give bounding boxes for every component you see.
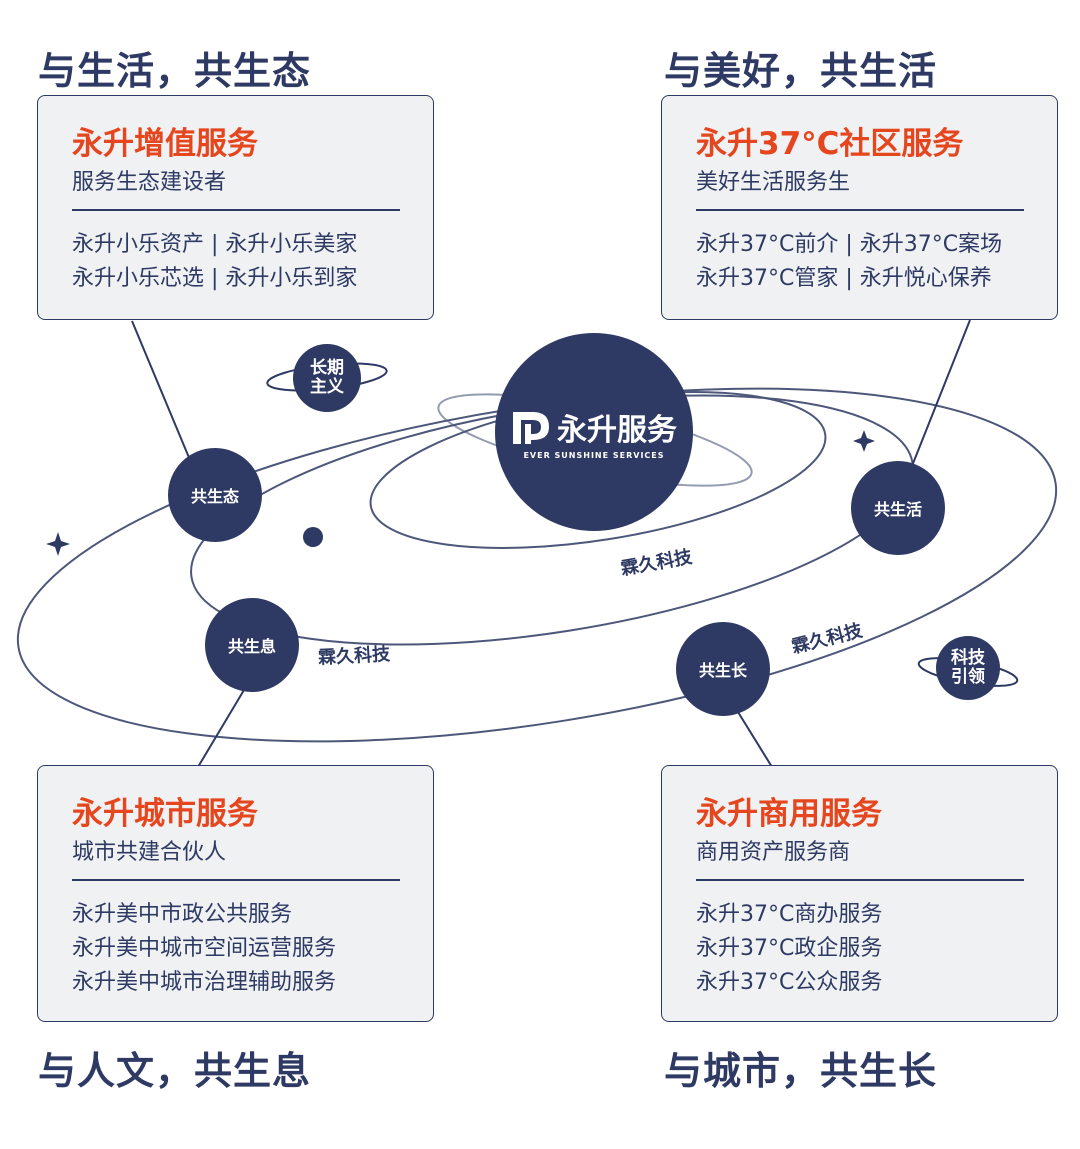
card-subtitle: 商用资产服务商 bbox=[696, 840, 851, 865]
card-items: 永升美中市政公共服务 永升美中城市空间运营服务 永升美中城市治理辅助服务 bbox=[72, 898, 336, 1000]
sparkle-right-icon bbox=[853, 430, 875, 452]
connector-ecology bbox=[131, 320, 191, 461]
card-divider bbox=[696, 209, 1024, 211]
node-life: 共生活 bbox=[851, 461, 945, 555]
node-ecology: 共生态 bbox=[168, 448, 262, 542]
heading-top-right: 与美好，共生活 bbox=[664, 49, 938, 93]
heading-bottom-left: 与人文，共生息 bbox=[38, 1049, 312, 1093]
card-items: 永升小乐资产 | 永升小乐美家 永升小乐芯选 | 永升小乐到家 bbox=[72, 228, 357, 296]
planet-label-line: 科技 bbox=[951, 648, 985, 668]
planet-label-line: 主义 bbox=[310, 377, 344, 397]
card-item: 永升37°C公众服务 bbox=[696, 970, 883, 995]
card-items: 永升37°C前介 | 永升37°C案场 永升37°C管家 | 永升悦心保养 bbox=[696, 228, 1002, 296]
card-divider bbox=[72, 209, 400, 211]
card-title: 永升37°C社区服务 bbox=[696, 126, 964, 162]
planet-label-line: 引领 bbox=[951, 667, 985, 687]
card-item: 永升37°C商办服务 bbox=[696, 902, 883, 927]
card-item: 永升美中城市空间运营服务 bbox=[72, 936, 337, 961]
planet-tech-lead: 科技 引领 bbox=[936, 636, 1000, 700]
center-tagline: EVER SUNSHINE SERVICES bbox=[523, 450, 665, 460]
connector-growth bbox=[737, 711, 773, 768]
sparkle-left-icon bbox=[46, 532, 70, 556]
card-title: 永升增值服务 bbox=[72, 126, 258, 162]
card-item: 永升小乐资产 | 永升小乐美家 bbox=[72, 232, 358, 257]
card-item: 永升小乐芯选 | 永升小乐到家 bbox=[72, 266, 358, 291]
card-city-services: 永升城市服务 城市共建合伙人 永升美中市政公共服务 永升美中城市空间运营服务 永… bbox=[37, 765, 434, 1022]
card-divider bbox=[72, 879, 400, 881]
heading-bottom-right: 与城市，共生长 bbox=[664, 1049, 938, 1093]
card-subtitle: 美好生活服务生 bbox=[696, 170, 851, 195]
planet-long-term: 长期 主义 bbox=[293, 344, 361, 412]
ever-sunshine-logo-icon bbox=[513, 411, 549, 444]
card-commercial-services: 永升商用服务 商用资产服务商 永升37°C商办服务 永升37°C政企服务 永升3… bbox=[661, 765, 1058, 1022]
card-value-added-services: 永升增值服务 服务生态建设者 永升小乐资产 | 永升小乐美家 永升小乐芯选 | … bbox=[37, 95, 434, 320]
card-community-services: 永升37°C社区服务 美好生活服务生 永升37°C前介 | 永升37°C案场 永… bbox=[661, 95, 1058, 320]
card-item: 永升37°C政企服务 bbox=[696, 936, 883, 961]
heading-top-left: 与生活，共生态 bbox=[38, 49, 312, 93]
card-divider bbox=[696, 879, 1024, 881]
center-planet: 永升服务 EVER SUNSHINE SERVICES bbox=[495, 333, 693, 531]
orbit-label-3: 霖久科技 bbox=[789, 619, 865, 658]
orbit-label-2: 霖久科技 bbox=[318, 643, 392, 669]
card-title: 永升商用服务 bbox=[696, 796, 882, 832]
small-dot-planet bbox=[303, 527, 323, 547]
orbit-label-1: 霖久科技 bbox=[619, 545, 695, 579]
card-item: 永升美中城市治理辅助服务 bbox=[72, 970, 337, 995]
node-growth: 共生长 bbox=[676, 622, 770, 716]
connector-breath bbox=[197, 689, 245, 768]
card-title: 永升城市服务 bbox=[72, 796, 258, 832]
card-subtitle: 服务生态建设者 bbox=[72, 170, 227, 195]
card-item: 永升37°C管家 | 永升悦心保养 bbox=[696, 266, 992, 291]
card-subtitle: 城市共建合伙人 bbox=[72, 840, 227, 865]
connector-life bbox=[911, 319, 971, 467]
node-breath: 共生息 bbox=[205, 598, 299, 692]
card-item: 永升37°C前介 | 永升37°C案场 bbox=[696, 232, 1003, 257]
card-item: 永升美中市政公共服务 bbox=[72, 902, 293, 927]
card-items: 永升37°C商办服务 永升37°C政企服务 永升37°C公众服务 bbox=[696, 898, 882, 1000]
center-title: 永升服务 bbox=[557, 412, 677, 448]
planet-label-line: 长期 bbox=[310, 358, 344, 378]
